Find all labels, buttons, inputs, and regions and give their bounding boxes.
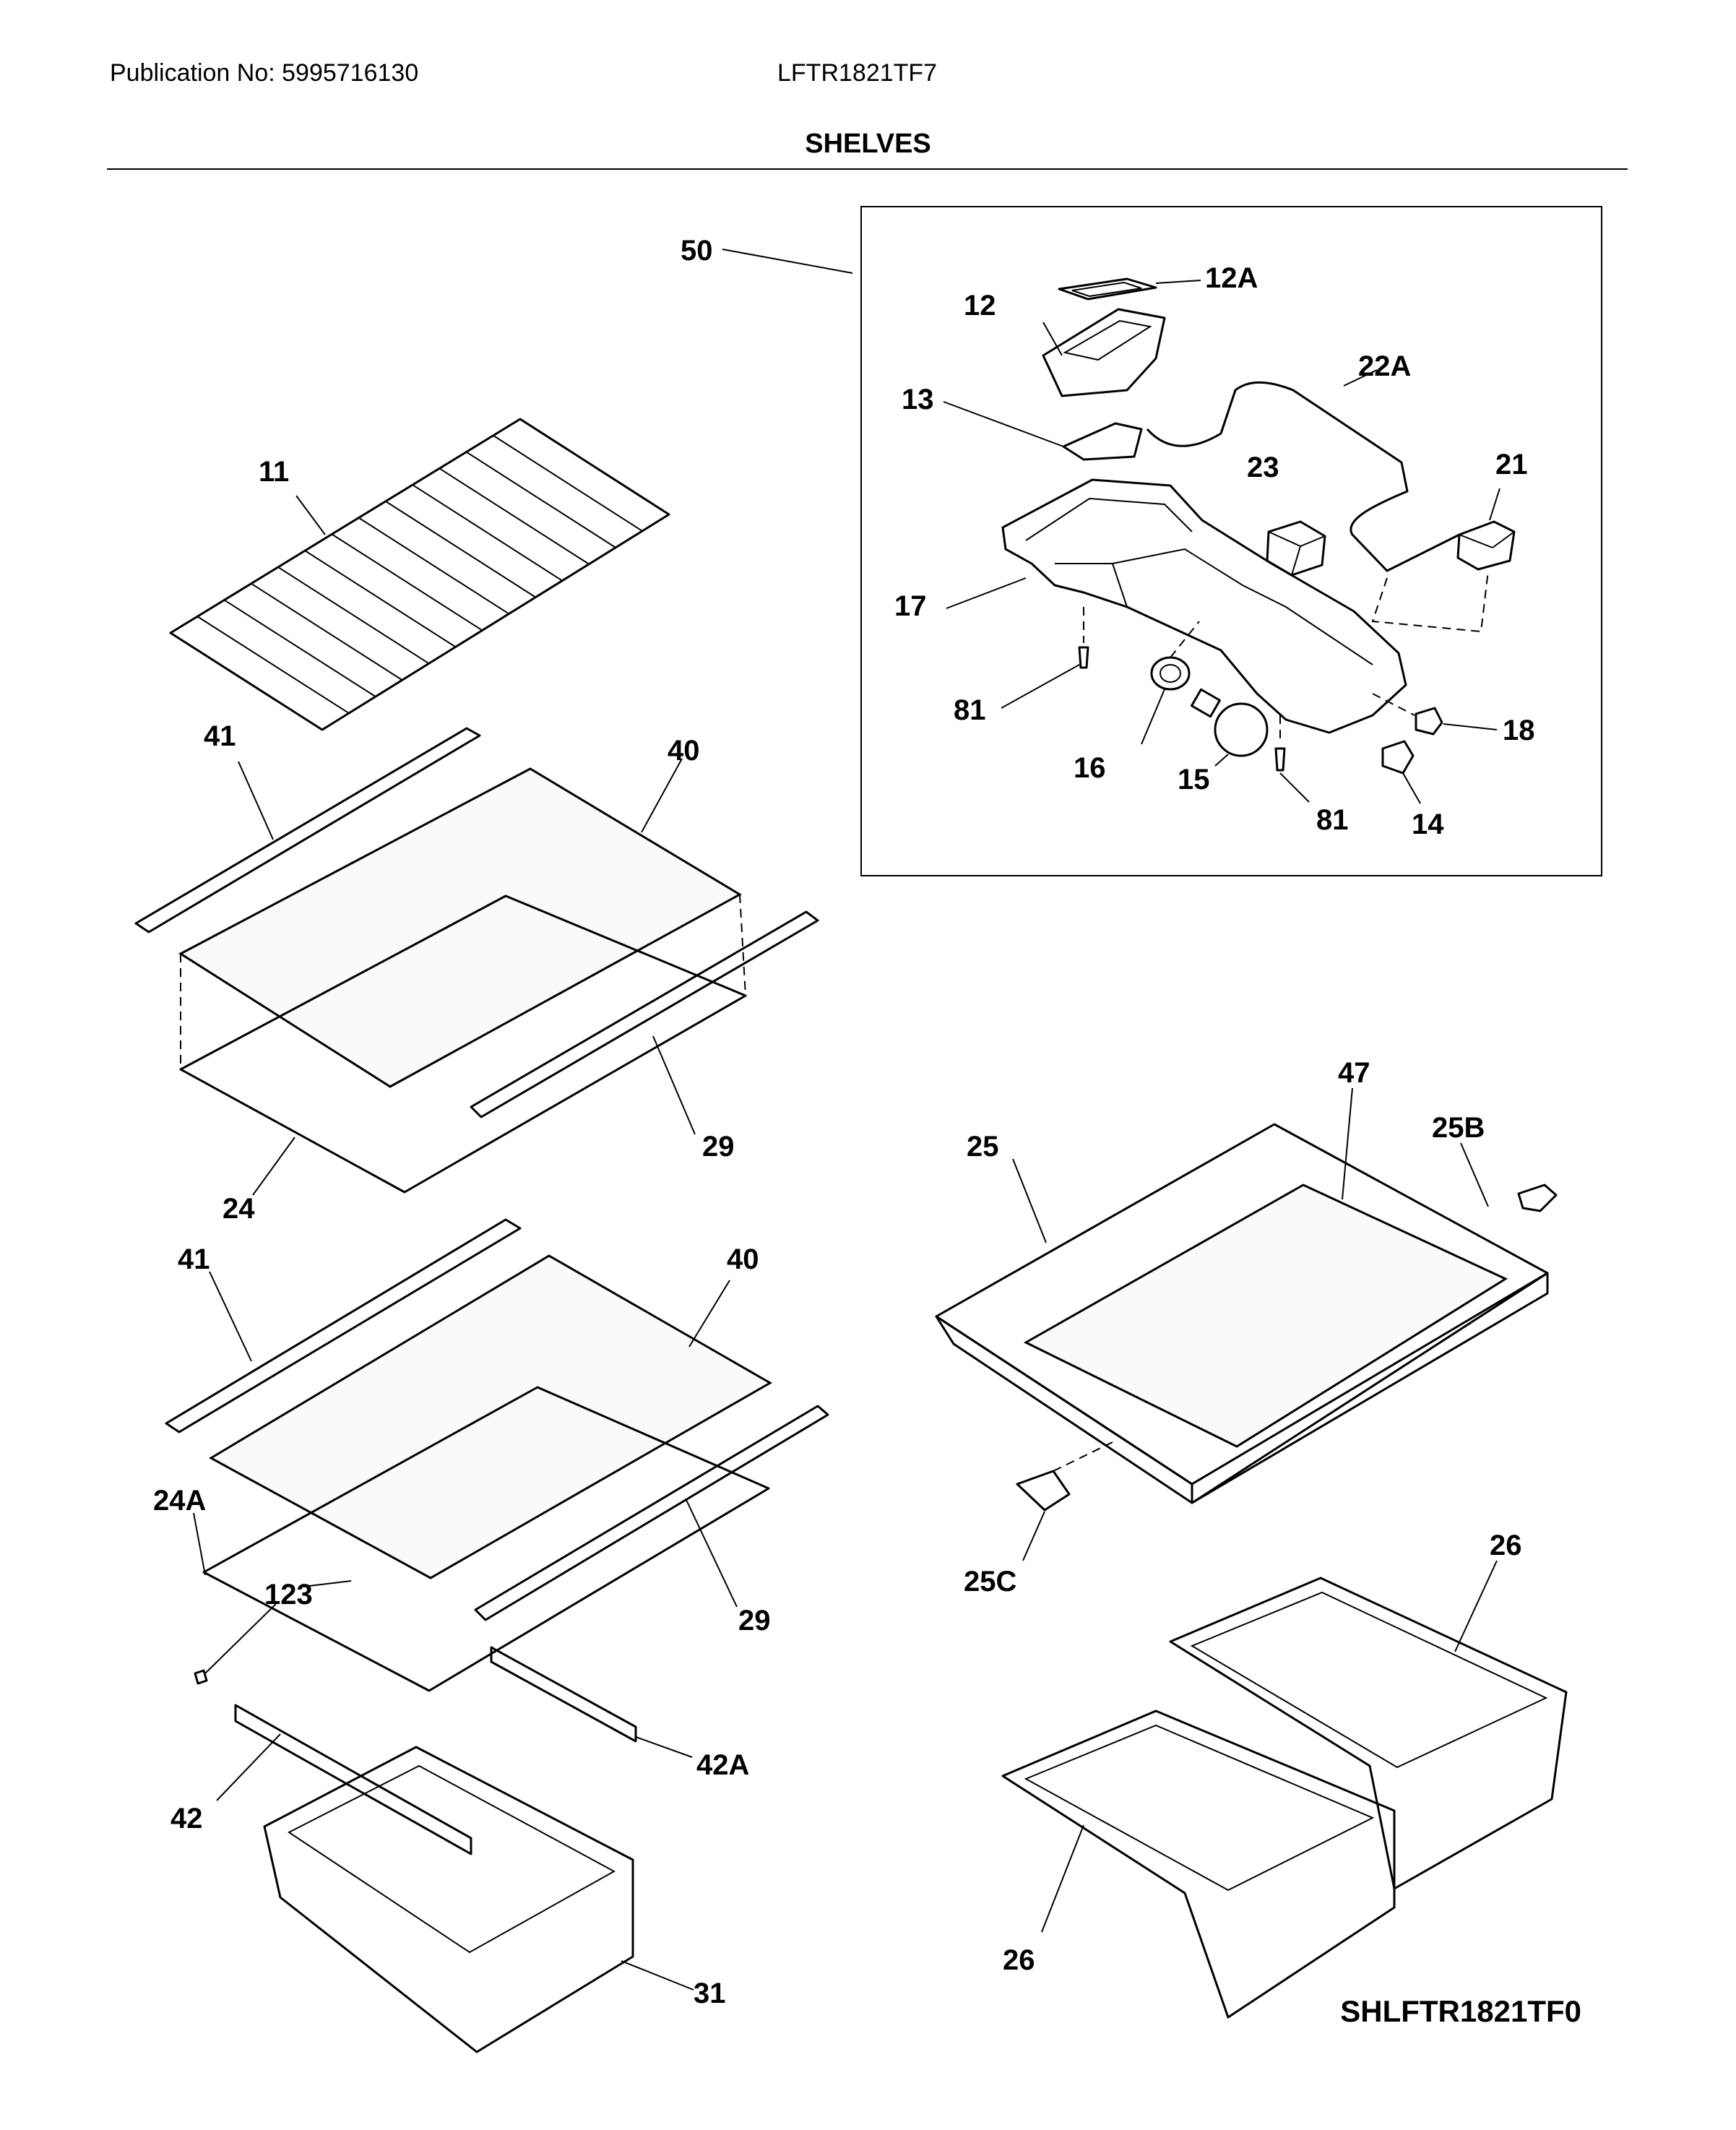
screw-81a — [1001, 607, 1089, 709]
assembly-frame — [860, 206, 1602, 876]
callout-25C: 25C — [964, 1566, 1016, 1598]
callout-21: 21 — [1495, 449, 1528, 480]
switch-21 — [1371, 488, 1516, 633]
crisper-glass-47 — [1023, 1183, 1508, 1448]
wire-shelf-11 — [169, 418, 670, 731]
callout-29a: 29 — [702, 1131, 735, 1163]
clip-25B — [1517, 1183, 1558, 1212]
wire-rod — [493, 434, 643, 532]
glass-panel-40b — [208, 1254, 773, 1579]
shelf-frame-24A — [202, 1386, 770, 1692]
crisper-drawer-left-26 — [1001, 1709, 1396, 2019]
wire-rod — [358, 517, 510, 615]
callout-81a: 81 — [954, 694, 986, 726]
publication-number: Publication No: 5995716130 — [110, 59, 419, 87]
wire-rod — [439, 467, 590, 565]
front-trim-29b — [474, 1405, 829, 1621]
callout-24: 24 — [223, 1193, 255, 1225]
drawer-rail-42A — [490, 1646, 637, 1743]
callout-26b: 26 — [1003, 1944, 1035, 1976]
upper-shelf-group — [134, 727, 819, 1196]
callout-40b: 40 — [727, 1243, 759, 1275]
screw-81b — [1274, 715, 1310, 803]
wire-rod — [304, 550, 457, 648]
glass-panel-40a — [178, 767, 743, 1088]
callout-26a: 26 — [1490, 1530, 1522, 1561]
control-housing-17 — [946, 478, 1407, 734]
callout-15: 15 — [1178, 764, 1210, 795]
callout-123: 123 — [264, 1579, 313, 1611]
wire-rod — [385, 501, 536, 598]
lamp-socket-16 — [1141, 621, 1200, 745]
deli-drawer-31 — [263, 1746, 694, 2053]
wire-rod — [223, 599, 376, 697]
grommet-18 — [1372, 693, 1498, 736]
wire-harness-22A — [1146, 369, 1460, 572]
wire-rods — [197, 434, 643, 714]
callout-22A: 22A — [1358, 350, 1411, 382]
drawer-rail-42 — [234, 1704, 472, 1855]
diffuser-frame-12A — [1058, 277, 1201, 301]
callout-23: 23 — [1247, 452, 1279, 483]
rear-trim-41b — [165, 1218, 522, 1433]
callout-17: 17 — [894, 590, 927, 622]
leader-50 — [722, 249, 853, 274]
model-number: LFTR1821TF7 — [777, 59, 938, 87]
bracket-13 — [943, 401, 1143, 461]
callout-24A: 24A — [153, 1485, 206, 1517]
wire-rod — [197, 616, 350, 714]
light-bulb-15 — [1191, 688, 1269, 767]
rear-trim-41a — [134, 727, 481, 934]
callout-29b: 29 — [738, 1605, 771, 1637]
wire-rod — [331, 533, 483, 631]
callout-25B: 25B — [1432, 1112, 1485, 1144]
callout-13: 13 — [902, 384, 934, 415]
callout-18: 18 — [1503, 715, 1535, 746]
callout-31: 31 — [694, 1978, 726, 2009]
header-rule — [107, 168, 1628, 170]
callout-81b: 81 — [1316, 804, 1349, 836]
clip-25C — [1016, 1470, 1071, 1512]
door-switch-14 — [1381, 740, 1421, 804]
callout-16: 16 — [1074, 752, 1106, 784]
callout-47: 47 — [1338, 1057, 1370, 1089]
section-title: SHELVES — [805, 129, 931, 159]
wire-rod — [412, 484, 563, 582]
crisper-cover-group — [935, 1087, 1558, 1561]
light-assembly-group — [722, 206, 1602, 876]
callout-25: 25 — [967, 1131, 999, 1163]
diagram-code: SHLFTR1821TF0 — [1340, 1994, 1581, 2028]
callout-50: 50 — [681, 235, 713, 267]
front-trim-29a — [470, 910, 819, 1118]
crisper-drawer-right-26 — [1169, 1560, 1568, 1890]
screw-123 — [194, 1669, 208, 1685]
callout-40a: 40 — [668, 735, 700, 767]
callout-42A: 42A — [696, 1749, 749, 1781]
wire-rod — [465, 451, 616, 548]
callout-42: 42 — [170, 1803, 203, 1834]
callout-12A: 12A — [1205, 262, 1258, 294]
thermostat-23 — [1266, 520, 1326, 577]
callout-12: 12 — [964, 290, 996, 322]
lower-shelf-group — [165, 1218, 829, 1855]
callout-41b: 41 — [178, 1243, 210, 1275]
wire-rod — [251, 582, 403, 681]
wire-rod — [277, 566, 430, 665]
callout-labels: 50 12A 12 22A 13 23 21 17 81 18 16 15 81… — [153, 235, 1535, 2009]
callout-41a: 41 — [204, 720, 236, 752]
light-housing-12 — [1042, 308, 1166, 397]
callout-14: 14 — [1412, 809, 1444, 840]
callout-11: 11 — [259, 456, 289, 488]
